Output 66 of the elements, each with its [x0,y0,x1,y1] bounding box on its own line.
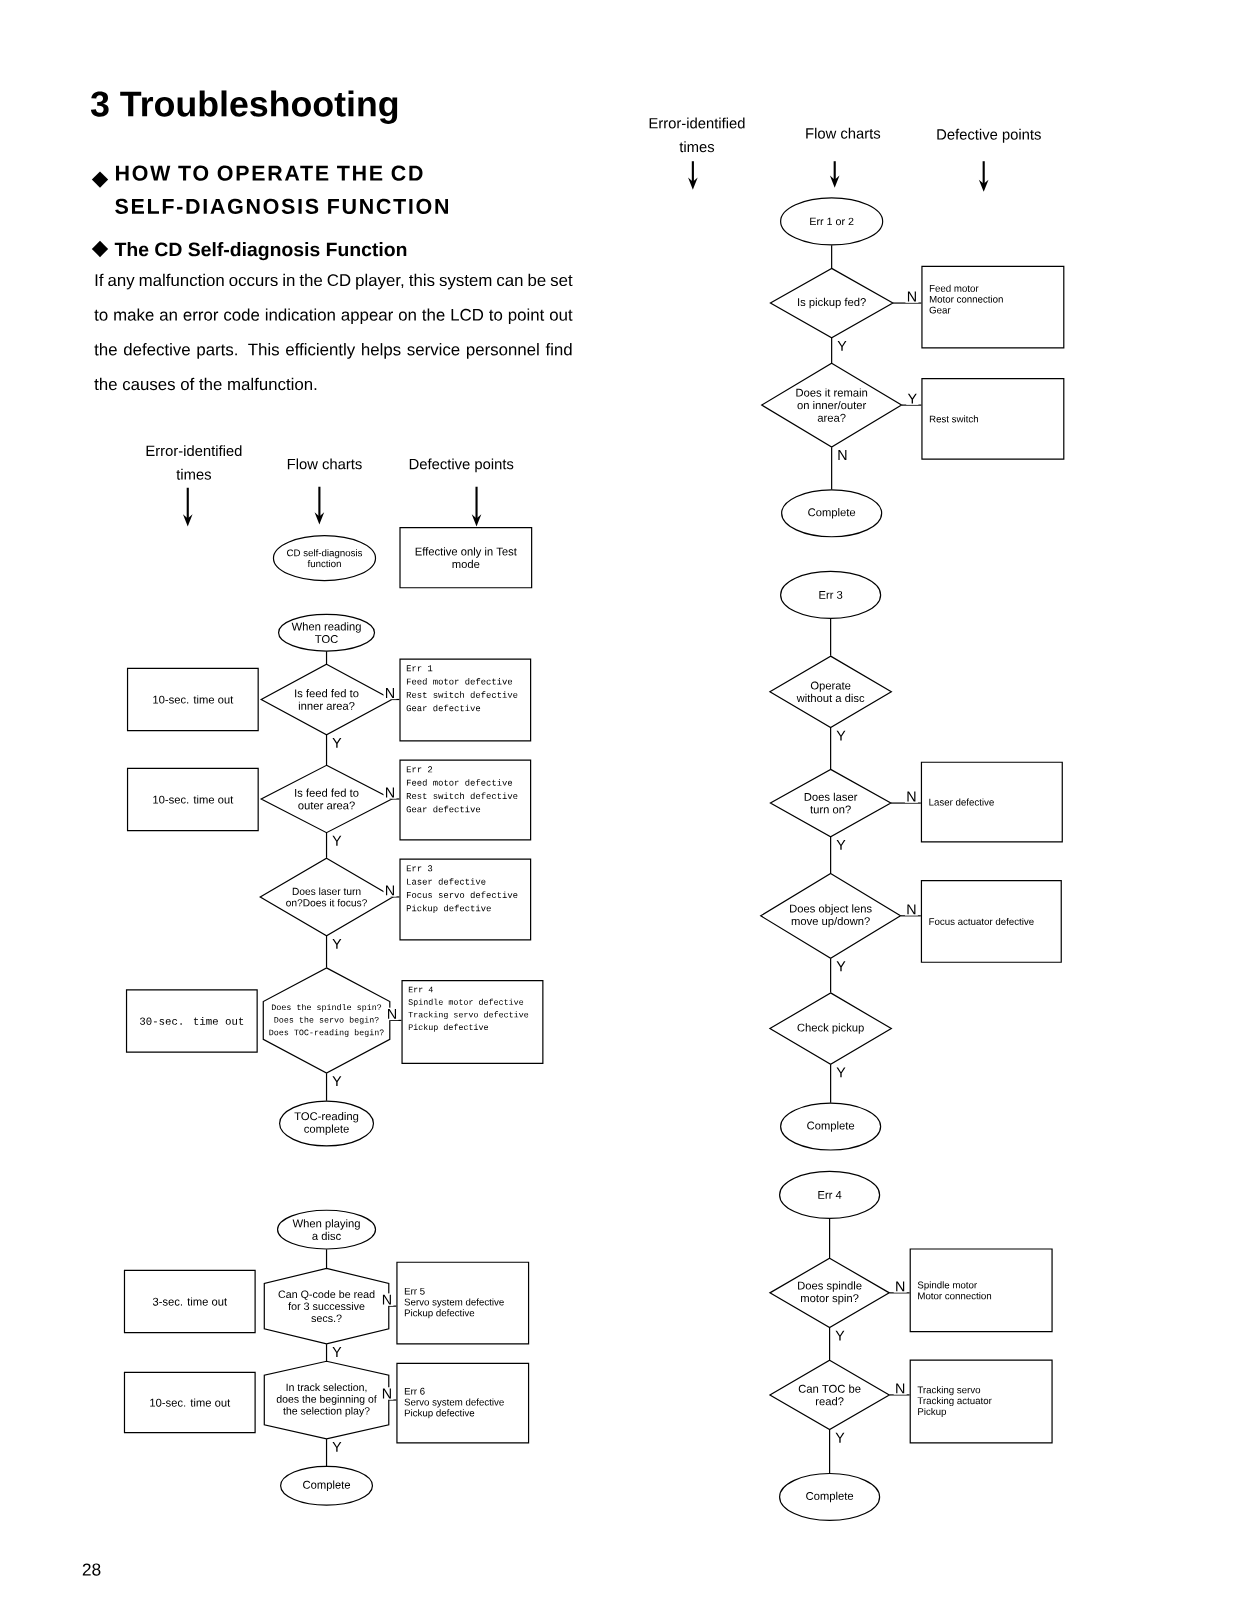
note-box: Effective only in Test mode [399,526,533,589]
edge-label: N [893,1280,907,1293]
timeout-box: 30-sec. time out [126,989,258,1053]
edge-label: Y [834,1329,847,1342]
edge-label: N [836,448,849,462]
edge-label: Y [330,1345,344,1359]
edge-label: Y [835,729,848,742]
terminal-oval: When playing a disc [277,1209,377,1250]
edge-label: N [905,903,919,916]
column-heading: Error-identified times [146,445,242,480]
timeout-box: 10-sec. time out [124,1371,256,1434]
edge-label: Y [836,339,849,353]
terminal-oval: TOC-reading complete [279,1100,375,1147]
column-heading: Defective points [937,128,1041,143]
page-title: 3 Troubleshooting [91,90,398,124]
section-heading: HOW TO OPERATE THE CD SELF-DIAGNOSIS FUNCTION [115,165,449,214]
edge-label: N [380,1293,394,1306]
terminal-oval: Err 1 or 2 [780,197,884,246]
result-box: Tracking servo Tracking actuator Pickup [909,1359,1053,1444]
terminal-oval: Err 3 [780,570,882,619]
edge-label: Y [835,838,848,852]
result-box: Feed motor Motor connection Gear [921,265,1065,349]
edge-label: N [905,290,919,303]
result-box: Laser defective [920,761,1063,843]
terminal-oval: Err 4 [779,1170,881,1219]
timeout-box: 10-sec. time out [127,667,259,732]
column-heading: Flow charts [288,458,362,470]
edge-label: N [380,1387,394,1400]
terminal-oval: CD self-diagnosis function [273,535,377,582]
terminal-oval: Complete [781,489,883,538]
edge-label: Y [330,834,344,847]
edge-label: Y [330,1440,344,1454]
edge-label: N [905,790,919,803]
paragraph: If any malfunction occurs in the CD player, this system can be set to make an error code indication appear on the LCD to point out the defective parts. This efficiently helps service personnel find the causes of the malfunction. [94,273,573,391]
column-heading: Defective points [409,458,514,473]
edge-label: Y [835,960,848,973]
result-box: Err 5 Servo system defective Pickup defective [396,1261,530,1345]
result-box: Focus actuator defective [920,880,1062,963]
timeout-box: 10-sec. time out [127,767,259,832]
terminal-oval: Complete [280,1465,374,1506]
result-box: Err 1 Feed motor defective Rest switch defective Gear defective [399,658,532,742]
result-box: Rest switch [921,377,1065,460]
edge-label: Y [330,937,344,951]
edge-label: Y [834,1431,847,1444]
edge-label: N [385,1007,399,1021]
column-heading: Error-identified times [649,117,745,153]
result-box: Err 3 Laser defective Focus servo defective Pickup defective [399,858,532,941]
edge-label: Y [906,392,919,405]
result-box: Err 4 Spindle motor defective Tracking servo defective Pickup defective [401,980,544,1064]
terminal-oval: Complete [779,1472,881,1522]
edge-label: N [893,1382,907,1395]
page-number: 28 [82,1563,101,1576]
subheading: The CD Self-diagnosis Function [114,242,407,261]
timeout-box: 3-sec. time out [124,1269,256,1334]
edge-label: N [383,686,397,700]
result-box: Err 6 Servo system defective Pickup defective [396,1362,530,1444]
edge-label: Y [835,1066,848,1079]
edge-label: N [383,884,397,897]
result-box: Err 2 Feed motor defective Rest switch defective Gear defective [399,759,532,841]
terminal-oval: When reading TOC [278,613,376,652]
terminal-oval: Complete [780,1102,882,1151]
column-heading: Flow charts [806,127,881,139]
edge-label: Y [330,1074,344,1088]
edge-label: Y [330,736,344,750]
result-box: Spindle motor Motor connection [909,1248,1053,1333]
edge-label: N [383,786,397,799]
